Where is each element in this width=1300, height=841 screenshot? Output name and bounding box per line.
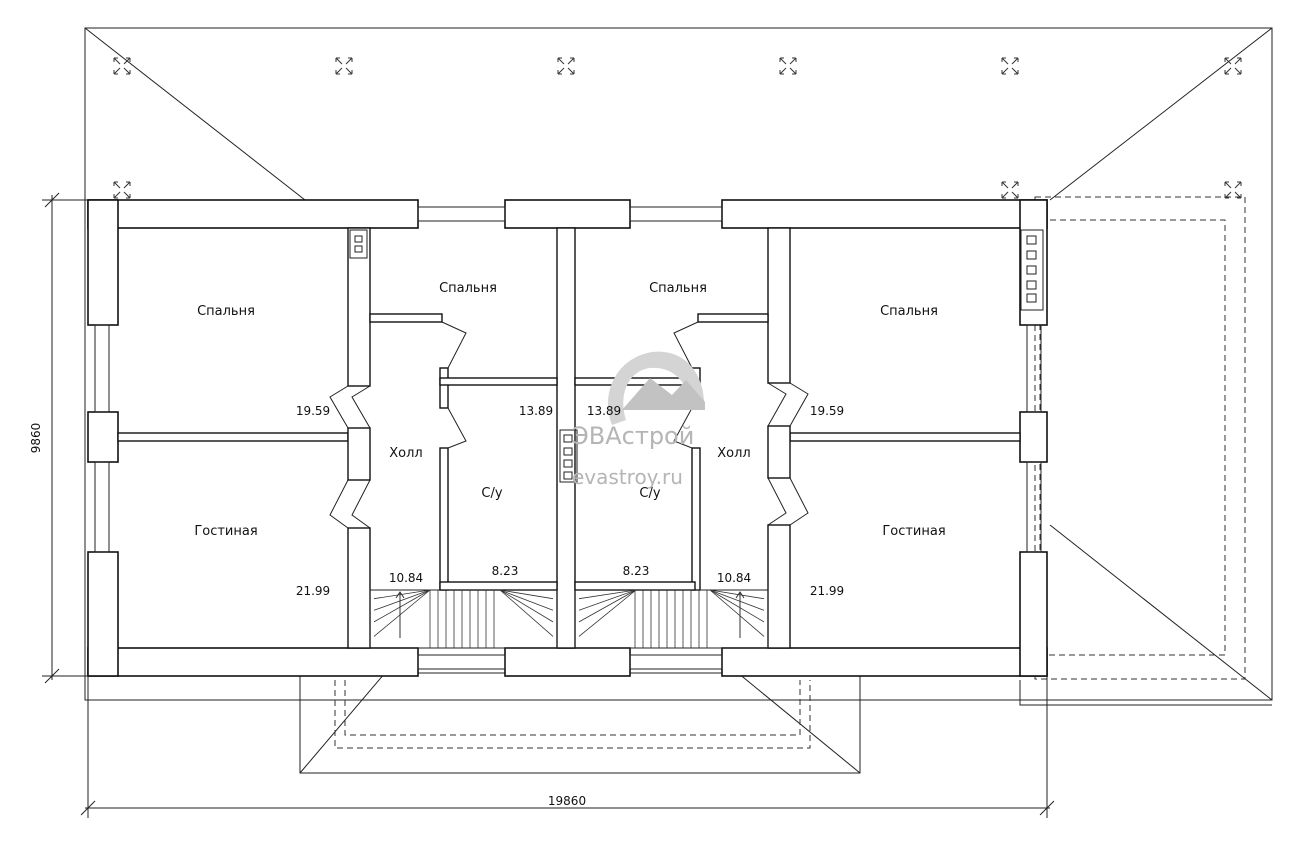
dimension-width: 19860 <box>548 794 586 808</box>
door-swings <box>329 321 809 529</box>
rafter-marker <box>1224 57 1242 75</box>
outer-walls <box>87 199 1048 677</box>
dimension-height: 9860 <box>29 423 43 454</box>
rafter-markers <box>113 57 1242 199</box>
area-left-hall: 10.84 <box>389 571 423 585</box>
stair-arrow-head <box>395 591 405 599</box>
stair-winder <box>373 589 431 623</box>
vent-blocks <box>349 229 1044 483</box>
stair-winder <box>499 589 554 600</box>
watermark-logo-arc <box>607 351 705 425</box>
room-label-right-bedroom-small: Спальня <box>649 281 707 296</box>
stair-arrow-head <box>735 591 745 599</box>
area-right-bath: 8.23 <box>623 564 650 578</box>
stair-winder <box>709 589 765 611</box>
room-label-left-bath: С/у <box>481 486 502 501</box>
terrace-outline <box>1019 196 1272 706</box>
stair-winder <box>709 589 765 637</box>
area-left-living: 21.99 <box>296 584 330 598</box>
rafter-marker <box>1001 181 1019 199</box>
rafter-marker <box>335 57 353 75</box>
area-left-bath: 8.23 <box>492 564 519 578</box>
porch-outline <box>334 680 811 749</box>
stair-winder <box>709 589 765 623</box>
stair-winder <box>499 589 554 637</box>
stair-winder <box>499 589 554 611</box>
watermark-roofs <box>622 378 705 410</box>
dimension-lines: 19860 9860 <box>29 192 1055 818</box>
watermark: ЭВАстрой evastroy.ru <box>572 351 705 489</box>
stair-winder <box>578 589 637 637</box>
room-label-left-hall: Холл <box>389 446 422 461</box>
rafter-marker <box>1224 181 1242 199</box>
area-right-hall: 10.84 <box>717 571 751 585</box>
room-label-right-bath: С/у <box>639 486 660 501</box>
watermark-site: evastroy.ru <box>572 465 683 489</box>
rafter-marker <box>779 57 797 75</box>
stair-winder <box>373 589 431 611</box>
room-label-left-living: Гостиная <box>194 524 257 539</box>
area-right-bedroom-large: 19.59 <box>810 404 844 418</box>
room-label-right-bedroom-large: Спальня <box>880 304 938 319</box>
room-areas: 19.59 21.99 13.89 10.84 8.23 13.89 19.59… <box>296 404 844 598</box>
room-label-right-hall: Холл <box>717 446 750 461</box>
rafter-marker <box>557 57 575 75</box>
inner-walls <box>117 227 1021 649</box>
stair-winder <box>578 589 637 623</box>
rafter-marker <box>113 181 131 199</box>
stair-winder <box>499 589 554 623</box>
area-left-bedroom-small: 13.89 <box>519 404 553 418</box>
stair-winder <box>373 589 431 637</box>
stairs <box>369 589 769 649</box>
watermark-brand: ЭВАстрой <box>572 422 694 450</box>
area-right-living: 21.99 <box>810 584 844 598</box>
rafter-marker <box>1001 57 1019 75</box>
stair-winder <box>709 589 765 600</box>
rafter-marker <box>113 57 131 75</box>
room-labels: Спальня Гостиная Спальня Холл С/у Спальн… <box>194 281 945 539</box>
room-label-left-bedroom-small: Спальня <box>439 281 497 296</box>
room-label-right-living: Гостиная <box>882 524 945 539</box>
area-left-bedroom-large: 19.59 <box>296 404 330 418</box>
stair-winder <box>578 589 637 600</box>
area-right-bedroom-small: 13.89 <box>587 404 621 418</box>
room-label-left-bedroom-large: Спальня <box>197 304 255 319</box>
stair-winder <box>578 589 637 611</box>
